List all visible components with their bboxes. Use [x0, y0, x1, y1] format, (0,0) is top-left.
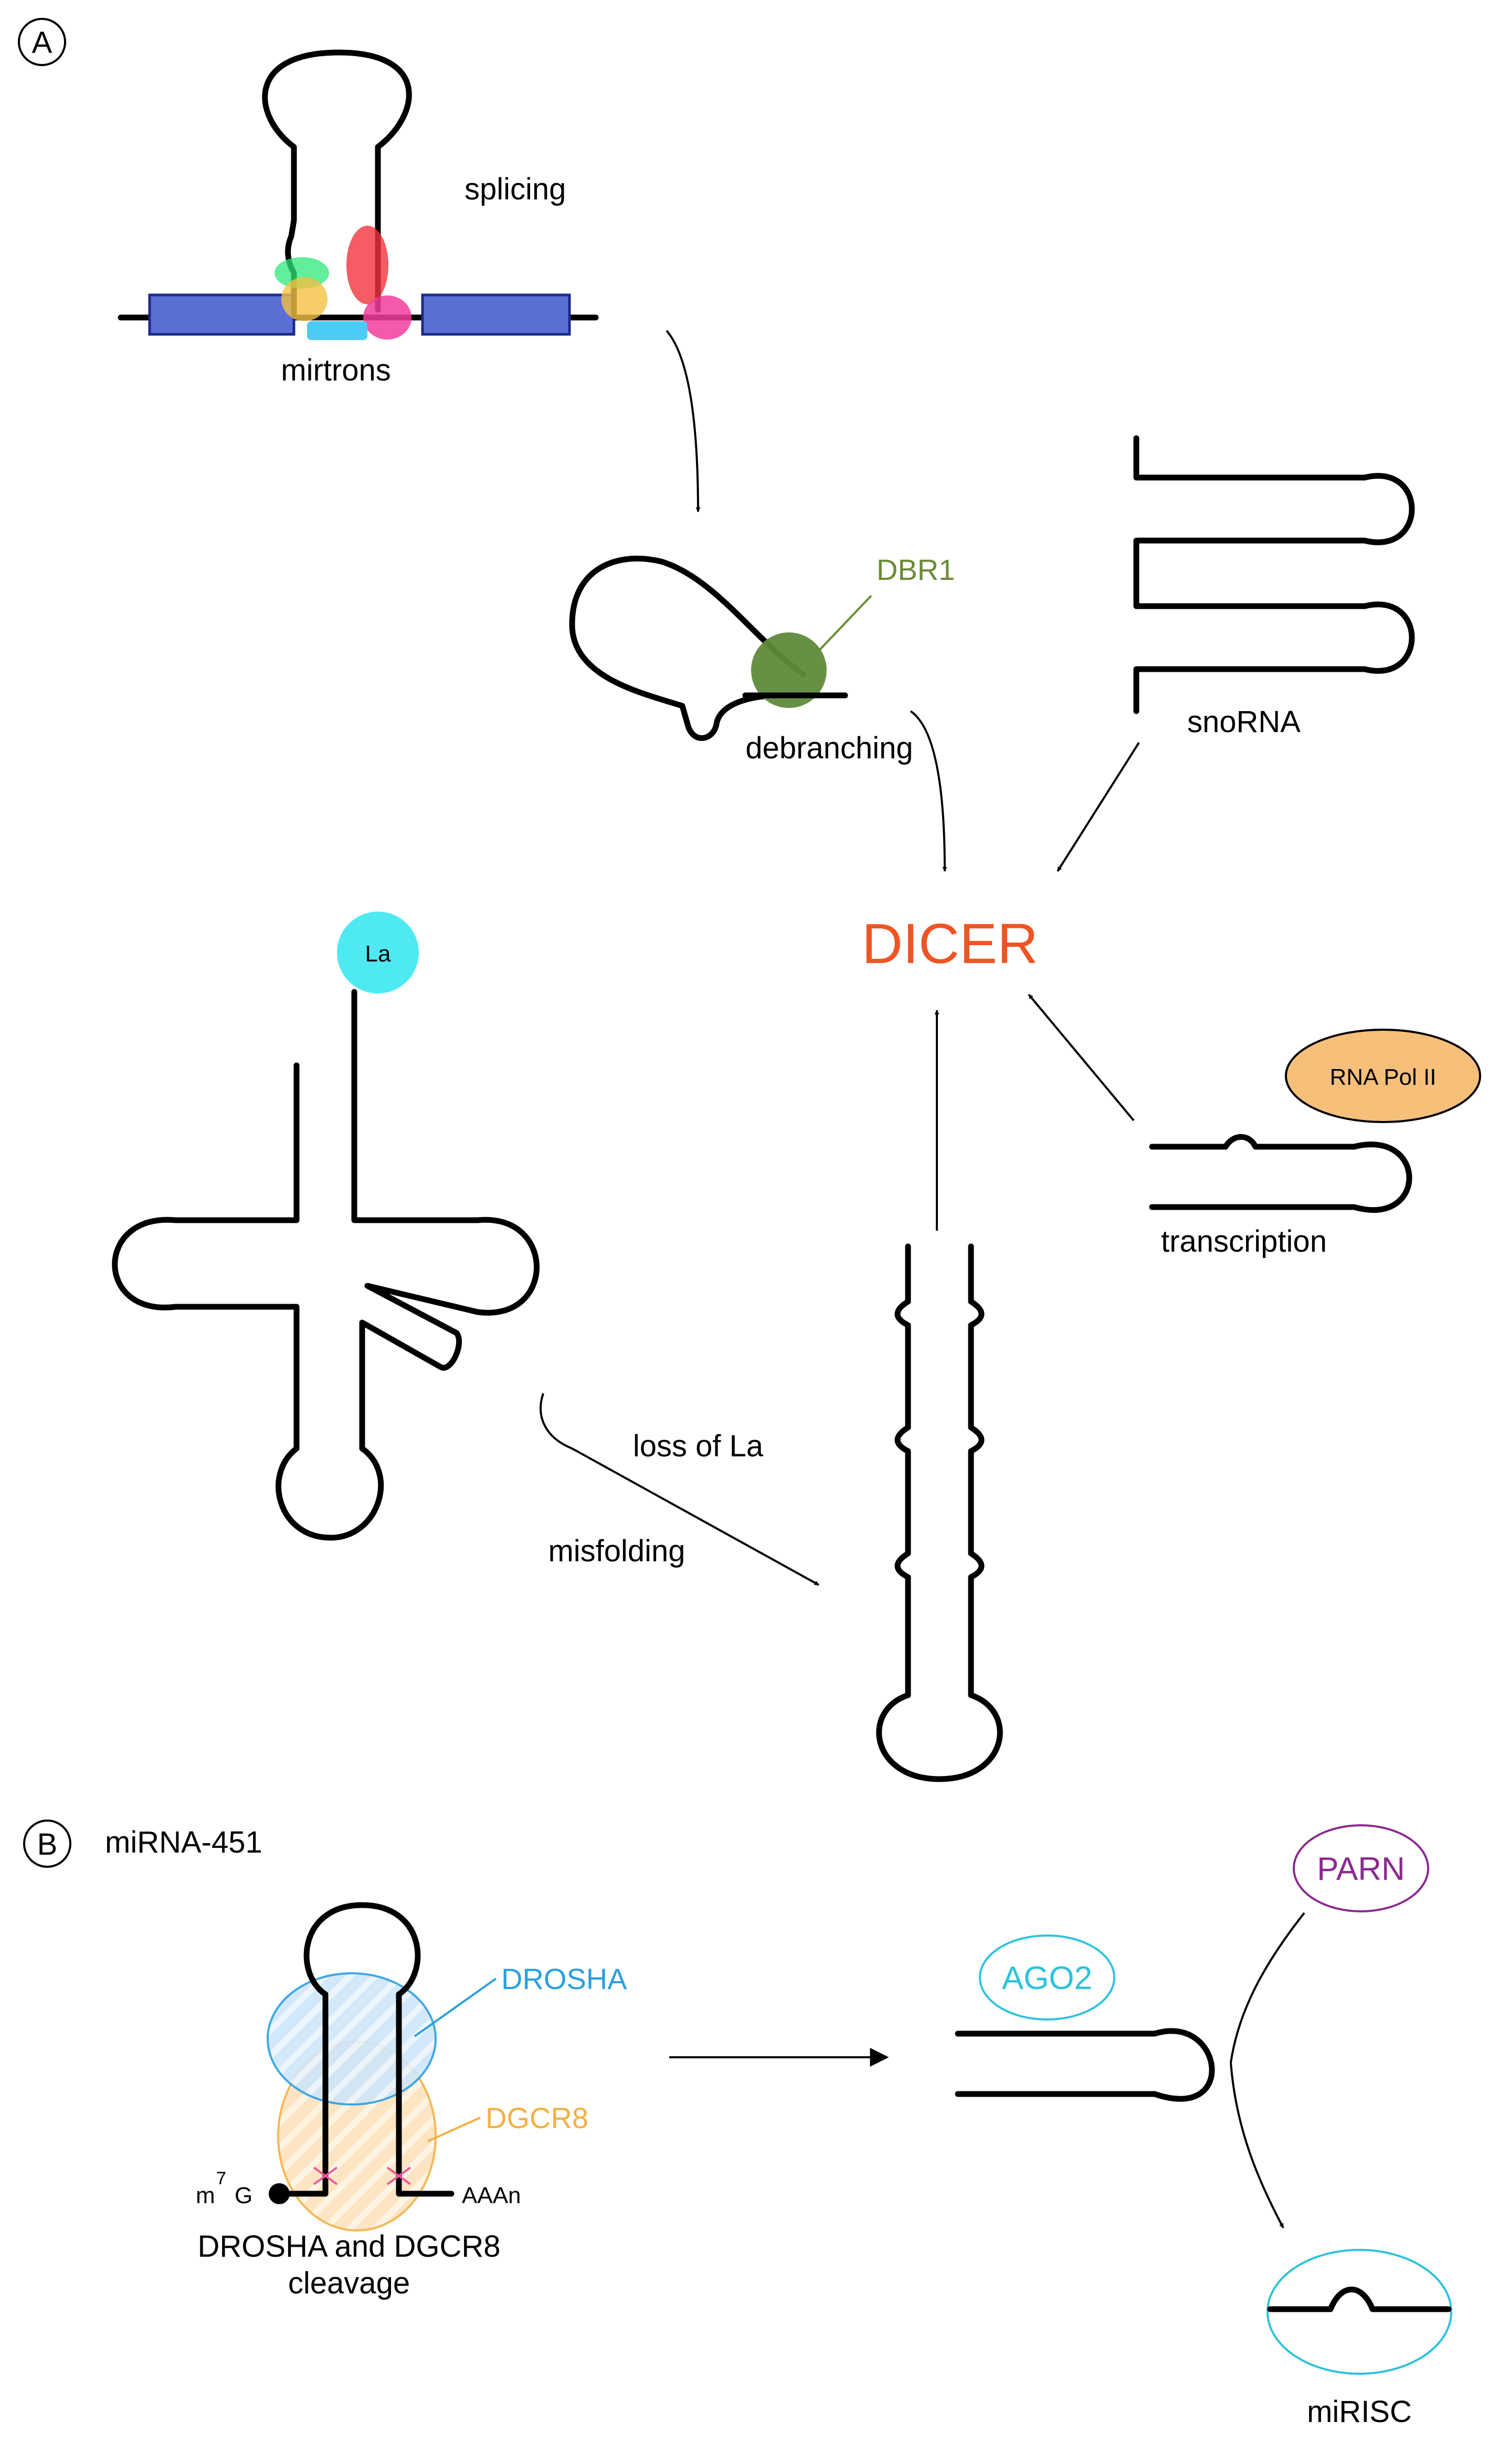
- splice-factor-pink: [363, 295, 411, 340]
- dbr1-leader-line: [818, 595, 872, 652]
- panel-a-letter: A: [32, 26, 52, 60]
- arrow-transcript-to-dicer: [1028, 993, 1135, 1122]
- poly-a-label: AAAn: [462, 2183, 521, 2208]
- cleavage-label-line1: DROSHA and DGCR8: [198, 2229, 501, 2264]
- dgcr8-label: DGCR8: [485, 2101, 588, 2134]
- mirtron-group: splicing mirtrons: [118, 49, 599, 387]
- lariat-group: DBR1 debranching: [569, 553, 955, 765]
- drosha-leader-line: [414, 1977, 497, 2037]
- cleavage-site-right: [386, 2166, 411, 2185]
- snorna-group: snoRNA: [1133, 435, 1415, 739]
- transcription-group: RNA Pol II transcription: [1149, 1029, 1481, 1259]
- splice-factor-red: [346, 226, 388, 304]
- cap-m-label: m: [196, 2183, 215, 2208]
- mirisc-group: miRISC: [1266, 2249, 1452, 2429]
- rna-pol-ii: [1285, 1029, 1481, 1123]
- splice-factor-yellow: [281, 277, 328, 321]
- mirisc-label: miRISC: [1307, 2395, 1412, 2429]
- dgcr8-leader-line: [427, 2117, 481, 2142]
- exon-left: [148, 293, 295, 336]
- parn-label: PARN: [1317, 1851, 1405, 1887]
- la-protein: [337, 912, 419, 993]
- arrow-trna-to-misfolded: [540, 1393, 819, 1586]
- arrow-lariat-to-dicer: [910, 710, 947, 872]
- snorna-rna: [1133, 435, 1415, 714]
- pri-mirna-group: DROSHA DGCR8 m 7 G AAAn DROSHA and DGCR8…: [196, 1902, 627, 2300]
- arrow-to-mirisc: [1230, 2062, 1284, 2228]
- rna-pol-ii-label: RNA Pol II: [1330, 1064, 1437, 1090]
- misfolded-rna: [876, 1243, 1003, 1782]
- transcript-rna: [1149, 1134, 1412, 1213]
- transcription-label: transcription: [1161, 1224, 1327, 1259]
- mirtrons-label: mirtrons: [281, 353, 390, 387]
- misfolding-label: misfolding: [548, 1534, 685, 1568]
- mirtron-hairpin: [262, 49, 412, 318]
- mirisc-mirna: [1267, 2287, 1452, 2312]
- cap-dot: [269, 2183, 290, 2204]
- trna-group: La: [112, 912, 540, 1541]
- lariat-rna: [569, 555, 848, 741]
- la-label: La: [365, 941, 391, 967]
- debranching-label: debranching: [745, 731, 913, 765]
- panel-b-letter: B: [37, 1827, 58, 1862]
- arrow-snorna-to-dicer: [1057, 742, 1140, 872]
- parn-arrow-in: [1230, 1912, 1305, 2063]
- splicing-label: splicing: [465, 172, 566, 206]
- cleavage-label-line2: cleavage: [288, 2266, 410, 2300]
- mirisc-complex: [1266, 2249, 1452, 2375]
- ago2-mirna: [955, 2028, 1215, 2102]
- ago2-group: AGO2: [955, 1934, 1215, 2102]
- snorna-label: snoRNA: [1187, 705, 1301, 739]
- dbr1-label: DBR1: [877, 553, 955, 586]
- misfolded-hairpin-group: [876, 1243, 1003, 1782]
- pri-mirna-rna: [278, 1902, 455, 2197]
- drosha-label: DROSHA: [501, 1962, 627, 1995]
- arrow-mirtron-to-lariat: [666, 330, 701, 512]
- parn-protein: [1293, 1824, 1429, 1912]
- ago2-protein: [979, 1934, 1115, 2021]
- drosha-protein: [267, 1972, 437, 2106]
- panel-b-title: miRNA-451: [105, 1825, 262, 1859]
- panel-b-marker: B: [23, 1820, 71, 1868]
- dicer-label: DICER: [862, 912, 1038, 975]
- panel-a-marker: A: [18, 18, 66, 66]
- splice-factor-blue: [307, 321, 367, 340]
- ago2-label: AGO2: [1002, 1960, 1092, 1996]
- loss-of-la-label: loss of La: [633, 1429, 764, 1463]
- trna-rna: [112, 989, 540, 1541]
- exon-right: [421, 293, 571, 336]
- cleavage-site-left: [313, 2166, 338, 2185]
- dbr1-enzyme: [751, 632, 827, 708]
- cap-7-label: 7: [216, 2169, 226, 2188]
- cap-g-label: G: [235, 2183, 252, 2208]
